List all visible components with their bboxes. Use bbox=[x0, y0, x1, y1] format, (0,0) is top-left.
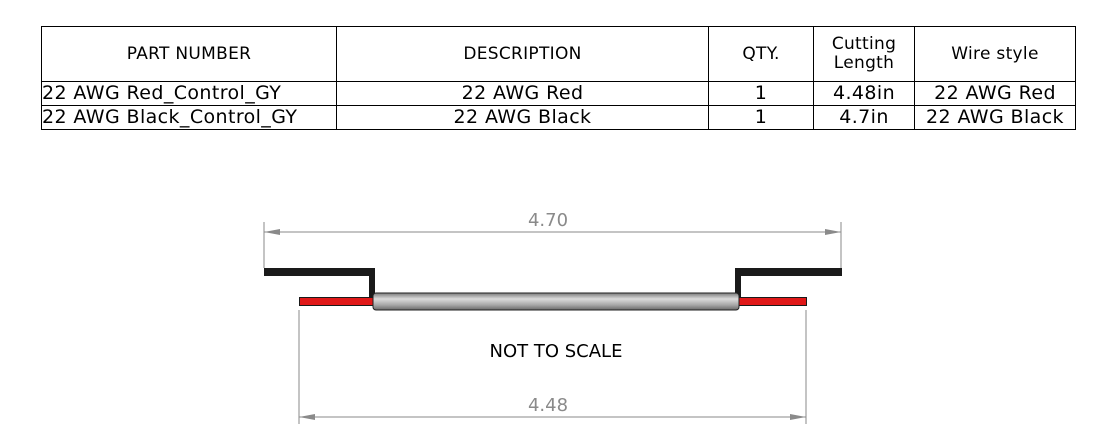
black-wire-right-lead bbox=[737, 268, 842, 276]
red-wire bbox=[299, 297, 807, 306]
cell-qty: 1 bbox=[708, 81, 814, 106]
header-wire-style: Wire style bbox=[914, 26, 1076, 82]
red-wire-right-lead bbox=[737, 298, 806, 305]
header-part-number: PART NUMBER bbox=[41, 26, 337, 82]
top-dimension-label: 4.70 bbox=[528, 210, 568, 231]
top-dimension-arrow-right bbox=[825, 229, 841, 235]
black-wire bbox=[264, 268, 842, 302]
cell-qty: 1 bbox=[708, 105, 814, 130]
cell-cutting-length: 4.7in bbox=[813, 105, 915, 130]
table-header-row: PART NUMBER DESCRIPTION QTY. Cutting Len… bbox=[41, 26, 1076, 82]
table-row: 22 AWG Black_Control_GY 22 AWG Black 1 4… bbox=[41, 105, 1076, 130]
black-wire-right-bend bbox=[735, 268, 741, 302]
cell-part-number: 22 AWG Black_Control_GY bbox=[41, 105, 337, 130]
not-to-scale-note: NOT TO SCALE bbox=[490, 341, 623, 362]
header-cutting-length: Cutting Length bbox=[813, 26, 915, 82]
bottom-dimension-label: 4.48 bbox=[528, 395, 568, 416]
top-dimension-arrow-left bbox=[264, 229, 280, 235]
bill-of-materials-table: PART NUMBER DESCRIPTION QTY. Cutting Len… bbox=[41, 26, 1076, 130]
table-row: 22 AWG Red_Control_GY 22 AWG Red 1 4.48i… bbox=[41, 81, 1076, 106]
cell-wire-style: 22 AWG Red bbox=[914, 81, 1076, 106]
bottom-dimension-arrow-right bbox=[790, 414, 806, 420]
black-wire-left-lead bbox=[264, 268, 374, 276]
cell-description: 22 AWG Black bbox=[336, 105, 709, 130]
black-wire-left-bend bbox=[369, 268, 375, 302]
header-cutting-length-line1: Cutting bbox=[831, 34, 897, 54]
bottom-dimension-arrow-left bbox=[299, 414, 315, 420]
wire-sleeve bbox=[372, 292, 740, 311]
header-cutting-length-line2: Length bbox=[833, 53, 895, 73]
top-dimension: 4.70 bbox=[263, 210, 842, 268]
bottom-dimension: 4.48 bbox=[298, 310, 807, 424]
red-wire-left-lead bbox=[300, 298, 375, 305]
cell-wire-style: 22 AWG Black bbox=[914, 105, 1076, 130]
cell-description: 22 AWG Red bbox=[336, 81, 709, 106]
header-description: DESCRIPTION bbox=[336, 26, 709, 82]
